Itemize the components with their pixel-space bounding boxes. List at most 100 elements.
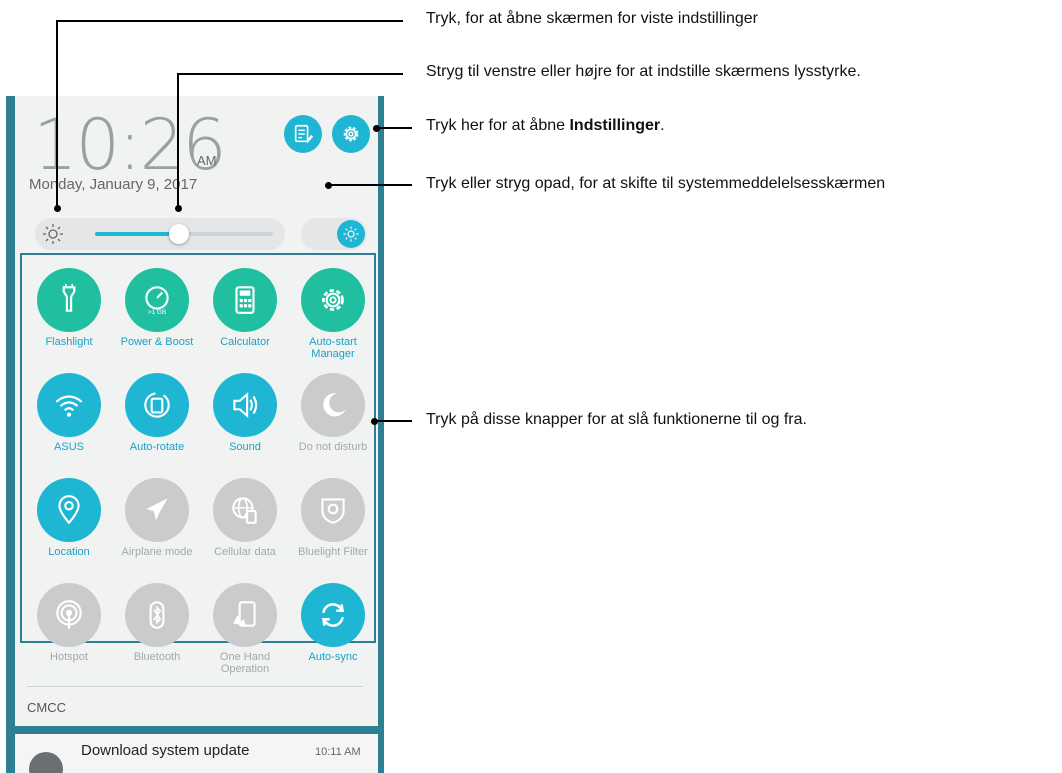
carrier-label: CMCC bbox=[27, 700, 66, 715]
boost-badge: >1 GB bbox=[148, 309, 166, 316]
toggle-circle[interactable] bbox=[37, 583, 101, 647]
toggle-label: Cellular data bbox=[214, 546, 276, 558]
boost-gauge-icon: >1 GB bbox=[145, 286, 169, 316]
cellular-data-icon bbox=[232, 497, 257, 524]
quick-toggle-do-not-disturb[interactable]: Do not disturb bbox=[289, 361, 377, 466]
callout-line-5 bbox=[374, 420, 412, 422]
quick-toggle-location[interactable]: Location bbox=[25, 466, 113, 571]
callout-line-2-v bbox=[177, 73, 179, 208]
callout-line-1-v bbox=[56, 20, 58, 208]
flashlight-icon bbox=[62, 284, 76, 312]
bluetooth-icon bbox=[149, 601, 165, 629]
toggle-circle[interactable] bbox=[213, 478, 277, 542]
toggle-label: Power & Boost bbox=[120, 336, 194, 348]
quick-toggle-flashlight[interactable]: Flashlight bbox=[25, 256, 113, 361]
brightness-sun-icon bbox=[43, 224, 63, 244]
gear-icon bbox=[343, 126, 359, 142]
moon-icon bbox=[323, 393, 346, 417]
callout-text-2: Stryg til venstre eller højre for at ind… bbox=[426, 63, 861, 80]
toggle-circle[interactable] bbox=[301, 268, 365, 332]
quick-toggle-auto-sync[interactable]: Auto-sync bbox=[289, 571, 377, 676]
toggle-label: Location bbox=[48, 546, 90, 558]
toggle-circle[interactable] bbox=[213, 373, 277, 437]
callout-dot-3 bbox=[373, 125, 380, 132]
download-icon bbox=[29, 752, 63, 773]
quick-toggle-bluetooth[interactable]: Bluetooth bbox=[113, 571, 201, 676]
callout-line-3 bbox=[376, 127, 412, 129]
toggle-label: Airplane mode bbox=[121, 546, 193, 558]
gear-icon bbox=[322, 289, 344, 311]
wifi-icon bbox=[55, 395, 83, 417]
auto-brightness-toggle[interactable] bbox=[301, 218, 367, 250]
divider bbox=[27, 686, 363, 687]
quick-toggle-hotspot[interactable]: Hotspot bbox=[25, 571, 113, 676]
airplane-icon bbox=[146, 498, 168, 521]
one-hand-icon bbox=[233, 601, 256, 627]
edit-quick-settings-button[interactable] bbox=[284, 115, 322, 153]
callout-line-2-h bbox=[177, 73, 403, 75]
quick-settings-highlight-frame bbox=[20, 253, 376, 643]
toggle-label: Calculator bbox=[220, 336, 270, 348]
quick-toggle-one-hand-operation[interactable]: One Hand Operation bbox=[201, 571, 289, 676]
brightness-track[interactable] bbox=[95, 224, 273, 244]
brightness-knob[interactable] bbox=[168, 224, 189, 244]
quick-toggle-asus[interactable]: ASUS bbox=[25, 361, 113, 466]
toggle-circle[interactable] bbox=[37, 373, 101, 437]
callout-dot-1 bbox=[54, 205, 61, 212]
quick-toggle-bluelight-filter[interactable]: Bluelight Filter bbox=[289, 466, 377, 571]
callout-text-1: Tryk, for at åbne skærmen for viste inds… bbox=[426, 10, 758, 27]
callout-dot-4 bbox=[325, 182, 332, 189]
date-label: Monday, January 9, 2017 bbox=[29, 176, 198, 193]
toggle-circle[interactable] bbox=[125, 373, 189, 437]
phone-screen: 10:26 AM Monday, January 9, 2017 bbox=[6, 96, 384, 773]
quick-toggle-auto-rotate[interactable]: Auto-rotate bbox=[113, 361, 201, 466]
toggle-label: One Hand Operation bbox=[219, 651, 271, 675]
sync-icon bbox=[321, 603, 345, 627]
toggle-label: Hotspot bbox=[50, 651, 88, 663]
edit-list-icon bbox=[294, 124, 314, 144]
toggle-label: Auto-rotate bbox=[129, 441, 185, 453]
callout-text-5: Tryk på disse knapper for at slå funktio… bbox=[426, 411, 807, 428]
callout-text-3: Tryk her for at åbne Indstillinger. bbox=[426, 117, 665, 134]
toggle-label: Do not disturb bbox=[298, 441, 368, 453]
clock-ampm: AM bbox=[197, 153, 217, 168]
calculator-icon bbox=[235, 286, 255, 314]
toggle-circle[interactable] bbox=[213, 583, 277, 647]
toggle-label: ASUS bbox=[54, 441, 84, 453]
toggle-label: Bluetooth bbox=[133, 651, 181, 663]
quick-toggle-airplane-mode[interactable]: Airplane mode bbox=[113, 466, 201, 571]
auto-brightness-icon bbox=[343, 226, 359, 242]
toggle-label: Sound bbox=[229, 441, 261, 453]
toggle-circle[interactable] bbox=[37, 268, 101, 332]
toggle-label: Flashlight bbox=[45, 336, 93, 348]
toggle-circle[interactable] bbox=[213, 268, 277, 332]
toggle-circle[interactable] bbox=[301, 583, 365, 647]
toggle-circle[interactable] bbox=[37, 478, 101, 542]
notification-system-update[interactable]: Download system update 10:11 AM bbox=[15, 734, 378, 773]
hotspot-icon bbox=[56, 600, 82, 629]
callout-dot-2 bbox=[175, 205, 182, 212]
quick-settings-panel: 10:26 AM Monday, January 9, 2017 bbox=[15, 96, 378, 726]
brightness-fill bbox=[95, 232, 179, 236]
quick-toggle-cellular-data[interactable]: Cellular data bbox=[201, 466, 289, 571]
toggle-circle[interactable] bbox=[301, 478, 365, 542]
quick-toggle-power-boost[interactable]: >1 GB Power & Boost bbox=[113, 256, 201, 361]
notification-title: Download system update bbox=[81, 742, 250, 759]
callout-line-1-h bbox=[56, 20, 403, 22]
toggle-circle[interactable] bbox=[125, 583, 189, 647]
toggle-label: Auto-start Manager bbox=[309, 336, 357, 360]
notification-time: 10:11 AM bbox=[315, 746, 361, 758]
settings-button[interactable] bbox=[332, 115, 370, 153]
brightness-slider[interactable] bbox=[35, 218, 285, 250]
toggle-circle[interactable] bbox=[125, 478, 189, 542]
location-pin-icon bbox=[58, 495, 80, 525]
speaker-icon bbox=[233, 392, 258, 418]
toggle-label: Bluelight Filter bbox=[298, 546, 368, 558]
toggle-circle[interactable] bbox=[301, 373, 365, 437]
quick-toggle-sound[interactable]: Sound bbox=[201, 361, 289, 466]
quick-toggle-calculator[interactable]: Calculator bbox=[201, 256, 289, 361]
callout-dot-5 bbox=[371, 418, 378, 425]
quick-toggle-auto-start-manager[interactable]: Auto-start Manager bbox=[289, 256, 377, 361]
toggle-circle[interactable]: >1 GB bbox=[125, 268, 189, 332]
callout-text-4: Tryk eller stryg opad, for at skifte til… bbox=[426, 175, 886, 192]
